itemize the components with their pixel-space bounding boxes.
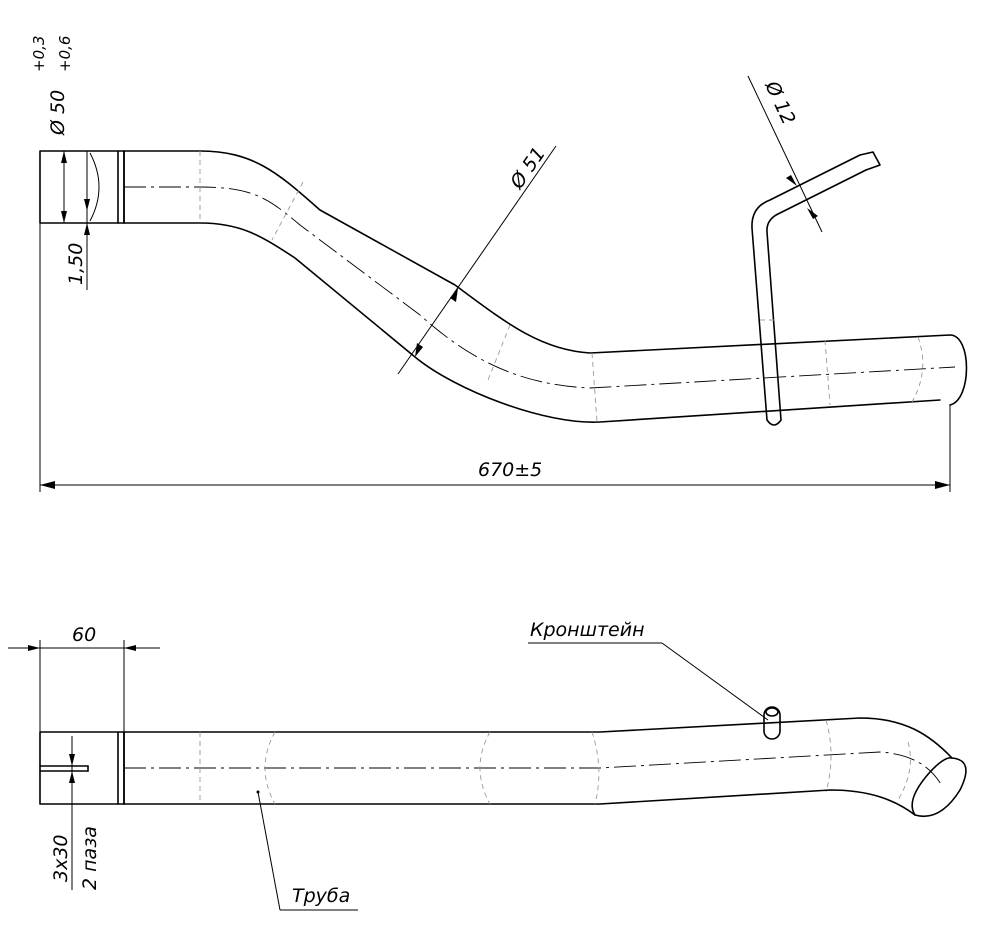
dim-length: 670±5 — [39, 223, 951, 492]
tube-label: Труба — [292, 885, 350, 907]
leader-bracket: Кронштейн — [528, 619, 769, 721]
dim-dia-bracket: Ø 12 — [747, 75, 823, 233]
slot-length-label: 60 — [72, 624, 96, 646]
bracket-rod — [751, 151, 881, 426]
dim-slot-width: 3x30 2 паза — [50, 736, 101, 890]
slot-size-label: 3x30 — [50, 834, 72, 882]
slot-count-label: 2 паза — [79, 826, 101, 890]
tube-body — [123, 150, 968, 423]
bracket-label: Кронштейн — [530, 619, 645, 641]
dia-tube-label: Ø 51 — [506, 143, 551, 193]
dim-dia-tube: Ø 51 — [397, 143, 557, 375]
dim-wall: 1,50 — [65, 151, 90, 290]
length-label: 670±5 — [478, 459, 542, 481]
dia-bracket-label: Ø 12 — [760, 77, 799, 128]
sleeve-end — [39, 150, 125, 224]
leader-tube: Труба — [256, 790, 358, 911]
top-view: Ø 50 +0,3 +0,6 1,50 Ø 51 Ø 12 — [30, 36, 968, 492]
tube-body-bottom — [123, 717, 967, 817]
dim-slot-length: 60 — [8, 624, 160, 732]
dia-outer-label: Ø 50 — [47, 90, 69, 136]
tol-lower-label: +0,6 — [56, 36, 74, 72]
bottom-view: 60 3x30 2 паза Кронштейн Труба — [8, 619, 967, 911]
wall-label: 1,50 — [65, 243, 87, 285]
bracket-stub — [763, 706, 781, 740]
sleeve-end-bottom — [39, 731, 125, 805]
dim-dia-outer: Ø 50 +0,3 +0,6 — [30, 36, 74, 223]
tol-upper-label: +0,3 — [30, 36, 48, 72]
